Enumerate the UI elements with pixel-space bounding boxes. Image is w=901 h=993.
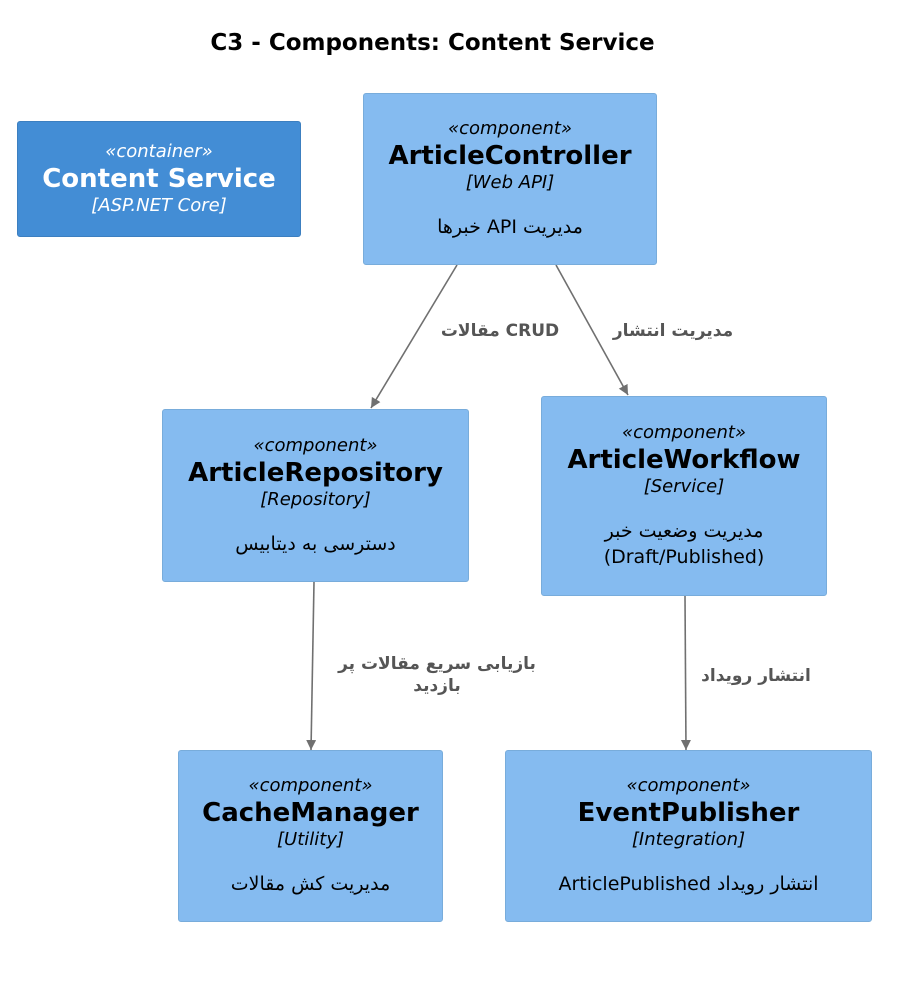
component-name: ArticleRepository [188,457,443,488]
component-name: EventPublisher [577,798,800,828]
component-stereotype: «component» [248,775,373,796]
component-description: دسترسی به دیتابیس [235,532,396,555]
component-stereotype: «component» [253,434,378,456]
component-article-workflow[interactable]: «component» ArticleWorkflow [Service] مد… [541,396,827,596]
diagram-title: C3 - Components: Content Service [210,30,655,56]
edge-label-controller-to-workflow: مدیریت انتشار [612,321,734,341]
component-event-publisher[interactable]: «component» EventPublisher [Integration]… [505,750,872,922]
component-technology: [Web API] [465,172,555,193]
component-name: ArticleController [388,141,632,171]
edge-label-controller-to-repository: CRUD مقالات [440,321,560,341]
component-description: انتشار رویداد ArticlePublished [558,873,819,895]
edge-label-workflow-to-publisher: انتشار رویداد [701,666,811,686]
component-name: ArticleWorkflow [567,445,801,475]
component-article-repository[interactable]: «component» ArticleRepository [Repositor… [162,409,469,582]
component-name: CacheManager [202,798,419,828]
component-description: مدیریت وضعیت خبر (Draft/Published) [603,520,765,568]
component-stereotype: «component» [621,422,747,443]
container-name: Content Service [42,164,276,194]
component-technology: [Service] [643,476,725,497]
component-cache-manager[interactable]: «component» CacheManager [Utility] مدیری… [178,750,443,922]
container-content-service[interactable]: «container» Content Service [ASP.NET Cor… [17,121,301,237]
component-description: مدیریت کش مقالات [230,873,391,895]
component-stereotype: «component» [447,118,573,139]
component-technology: [Utility] [277,829,344,850]
edge-controller-to-repository [370,264,458,409]
container-stereotype: «container» [105,141,213,162]
edge-controller-to-workflow [555,264,629,396]
component-stereotype: «component» [626,775,751,796]
component-description: مدیریت API خبرها [437,216,583,238]
component-technology: [Repository] [260,488,371,510]
edge-repository-to-cache [306,581,317,751]
container-technology: [ASP.NET Core] [91,195,227,216]
edge-label-repository-to-cache: بازیابی سریع مقالات پر بازدید [338,654,536,696]
component-technology: [Integration] [631,829,746,850]
edge-workflow-to-publisher [680,595,691,751]
component-article-controller[interactable]: «component» ArticleController [Web API] … [363,93,657,265]
